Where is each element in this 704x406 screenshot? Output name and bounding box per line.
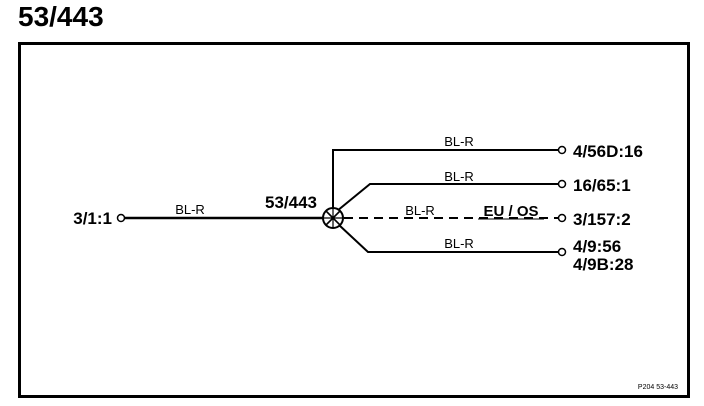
diagram-border [18, 42, 690, 398]
page-title: 53/443 [18, 1, 104, 32]
branch-wire-1 [332, 149, 558, 211]
branch-connector-label-2: 16/65:1 [573, 176, 631, 195]
branch-wire-label-4: BL-R [444, 236, 474, 251]
branch-wire-4 [338, 224, 558, 253]
input-terminal[interactable] [116, 213, 126, 223]
splice-label: 53/443 [265, 193, 317, 212]
branch-wire-label-1: BL-R [444, 134, 474, 149]
branch-connector-label-1: 4/56D:16 [573, 142, 643, 161]
branch-terminal-3[interactable] [557, 213, 567, 223]
branch-wire-label-3: BL-R [405, 203, 435, 218]
branch-wire-label-2: BL-R [444, 169, 474, 184]
input-connector-label: 3/1:1 [73, 209, 112, 228]
splice-symbol[interactable] [322, 207, 344, 229]
branch-terminal-4[interactable] [557, 247, 567, 257]
branch-note-3: EU / OS [483, 203, 538, 220]
branch-connector-label-4a: 4/9:56 [573, 237, 621, 256]
branch-terminal-2[interactable] [557, 179, 567, 189]
branch-terminal-1[interactable] [557, 145, 567, 155]
reference-label: P204 53-443 [638, 384, 678, 391]
branch-connector-label-4b: 4/9B:28 [573, 255, 633, 274]
branch-wire-2 [336, 183, 558, 212]
input-wire-label: BL-R [175, 202, 205, 217]
branch-connector-label-3: 3/157:2 [573, 210, 631, 229]
